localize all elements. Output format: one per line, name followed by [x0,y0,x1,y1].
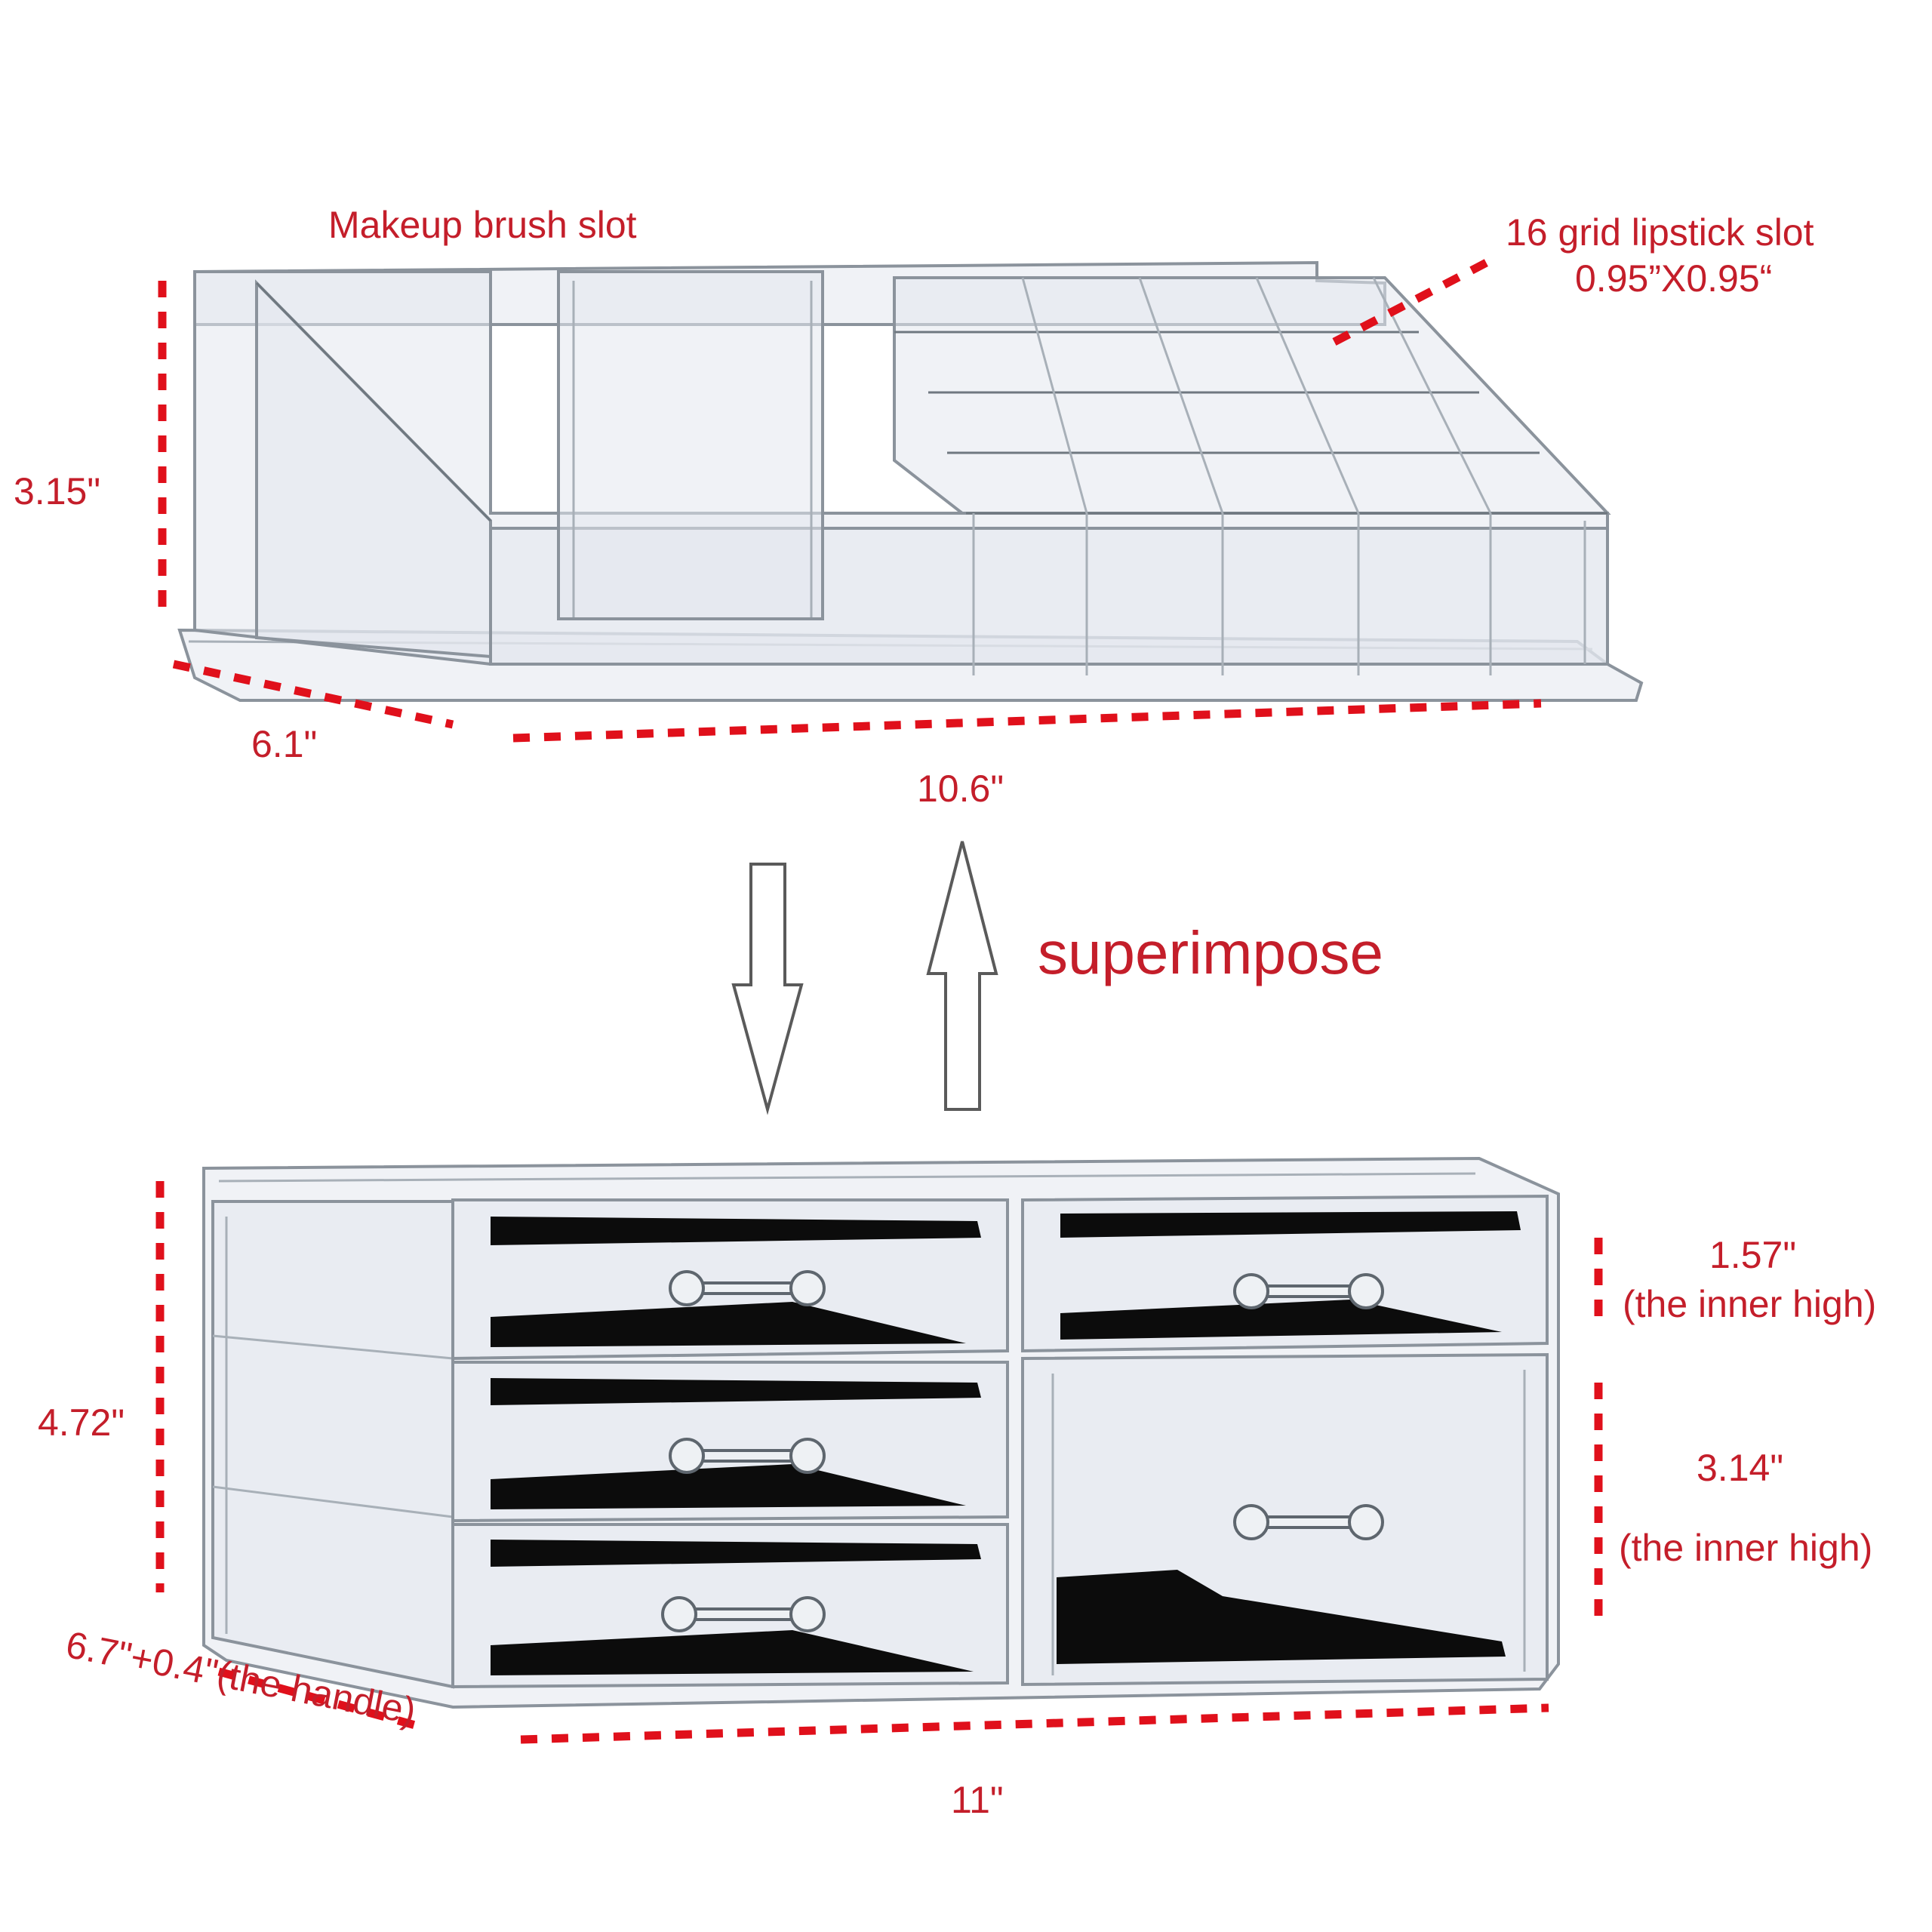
drawer-width-dimension-line [520,1703,1549,1744]
top-depth-label: 6.1" [251,723,317,765]
top-organizer-illustration [177,260,1644,702]
lipstick-slot-label-line1: 16 grid lipstick slot [1506,211,1814,254]
small-drawer-height-label: 1.57" [1709,1234,1796,1276]
down-arrow-icon [731,863,804,1115]
drawer-knob-5 [1233,1504,1384,1540]
top-width-label: 10.6" [917,768,1004,810]
top-height-label: 3.15" [14,470,100,512]
brush-slot-label: Makeup brush slot [328,204,637,246]
drawer-width-label: 11" [951,1779,1004,1821]
superimpose-label: superimpose [1038,919,1383,986]
drawer-height-label: 4.72" [38,1401,125,1444]
drawer-dimension-lines [155,1181,1603,1744]
small-drawer-note: (the inner high) [1623,1283,1876,1325]
drawer-knob-1 [669,1270,826,1306]
drawer-knob-3 [661,1596,826,1632]
drawer-unit-illustration [202,1156,1560,1709]
up-arrow-icon [926,841,998,1111]
top-width-dimension-line [512,699,1542,743]
large-drawer-height-label: 3.14" [1697,1447,1783,1489]
drawer-knob-2 [669,1438,826,1474]
superimpose-arrows [731,841,998,1115]
lipstick-slot-size-label: 0.95”X0.95“ [1575,257,1772,300]
large-drawer-note: (the inner high) [1619,1527,1872,1569]
drawer-depth-dimension-line [217,1667,428,1733]
top-dimension-lines [158,253,1542,743]
drawer-knob-4 [1233,1273,1384,1309]
